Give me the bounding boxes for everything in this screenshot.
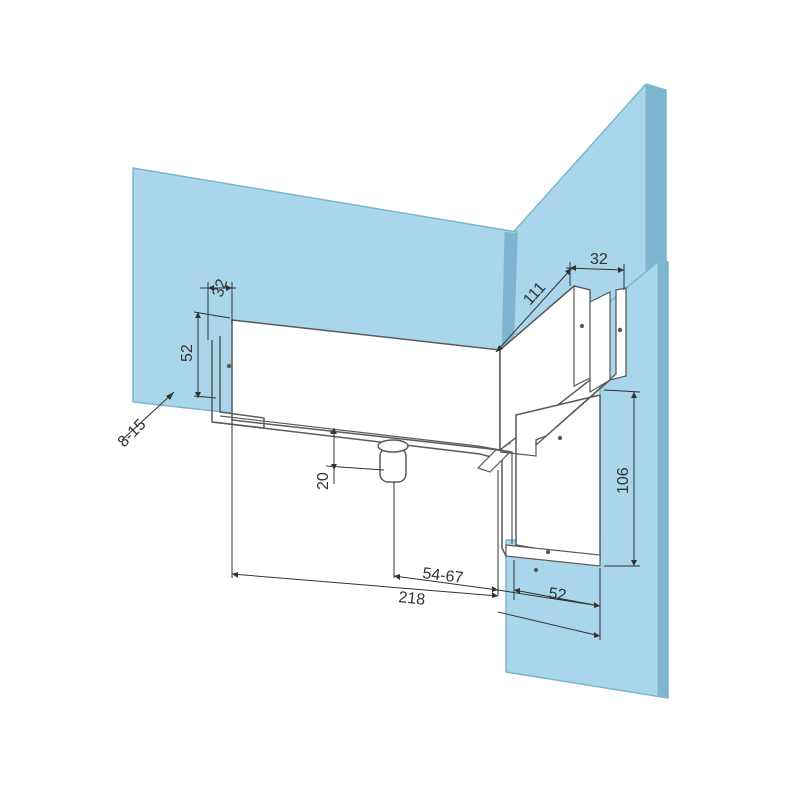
pivot-pin xyxy=(379,447,407,483)
dim-label-32-right: 32 xyxy=(590,251,608,268)
bracket-right-plate xyxy=(589,291,611,394)
dim-label-20: 20 xyxy=(315,472,332,490)
clamp-body-lower xyxy=(515,394,601,561)
dim-label-54-67: 54-67 xyxy=(422,565,465,587)
bracket-bottom-rail-inner xyxy=(219,415,513,544)
bracket-right-lower-edge xyxy=(499,442,537,457)
screw-hole-6 xyxy=(533,567,539,573)
pivot-pin-top xyxy=(377,439,409,453)
screw-hole-3 xyxy=(617,327,623,333)
bracket-left-profile xyxy=(211,336,265,429)
clamp-body-right-front xyxy=(573,285,591,387)
dim-label-32-left: 32 xyxy=(210,277,232,299)
dim-label-52-bottom: 52 xyxy=(547,585,567,604)
dimension-lines xyxy=(121,262,641,640)
dim-label-106: 106 xyxy=(615,467,632,494)
dimension-arrows xyxy=(166,265,637,638)
bracket-right-profile xyxy=(535,287,627,447)
screw-hole-4 xyxy=(557,435,563,441)
dim-label-52-left: 52 xyxy=(179,344,196,362)
glass-panel-door-edge xyxy=(657,261,669,699)
clamp-lower-ledge xyxy=(505,544,601,567)
bracket-corner-tab xyxy=(476,449,512,473)
dim-label-218: 218 xyxy=(398,589,426,609)
screw-hole-1 xyxy=(226,363,232,369)
screw-hole-5 xyxy=(545,549,551,555)
dim-label-8-15: 8-15 xyxy=(115,416,150,451)
screw-hole-2 xyxy=(579,323,585,329)
